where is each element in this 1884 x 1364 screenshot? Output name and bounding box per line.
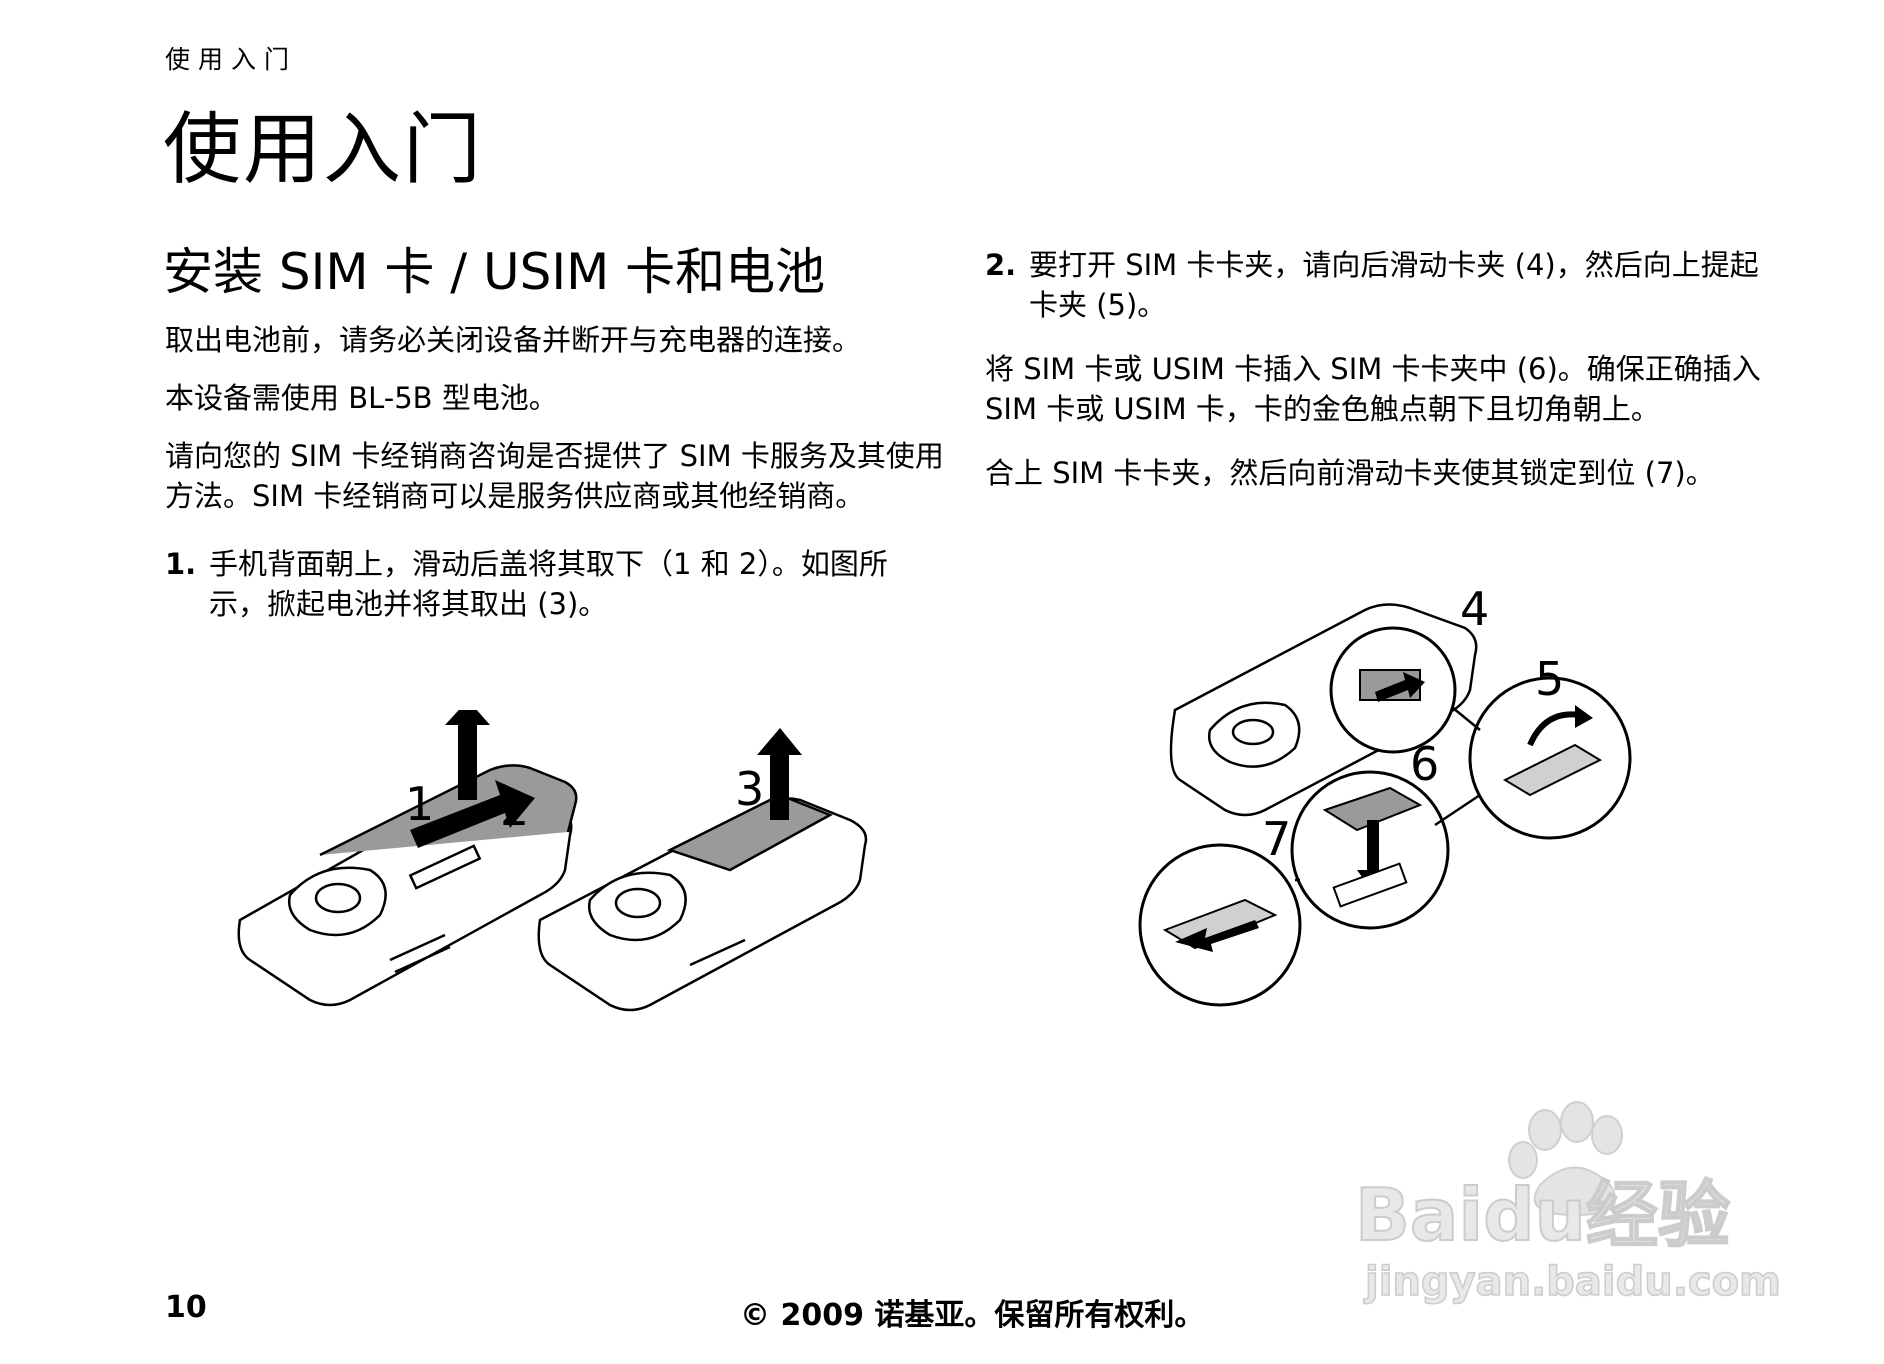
detail-circle-7 (1138, 843, 1302, 1007)
paragraph-battery-model: 本设备需使用 BL-5B 型电池。 (165, 381, 558, 415)
callout-4: 4 (1460, 582, 1489, 636)
callout-1: 1 (405, 777, 434, 831)
battery-lift-arrow-icon (757, 728, 802, 820)
right-column: 2. 要打开 SIM 卡卡夹，请向后滑动卡夹 (4)，然后向上提起卡夹 (5)。… (985, 245, 1775, 511)
callout-7: 7 (1262, 812, 1291, 866)
step-number: 2. (985, 248, 1017, 282)
step-text: 要打开 SIM 卡卡夹，请向后滑动卡夹 (4)，然后向上提起卡夹 (5)。 (1029, 248, 1759, 322)
callout-5: 5 (1535, 652, 1564, 706)
page-number: 10 (165, 1290, 207, 1325)
figure-insert-sim: 4 5 6 7 (1138, 582, 1632, 1007)
copyright-notice: © 2009 诺基亚。保留所有权利。 (740, 1298, 1205, 1333)
section-title: 安装 SIM 卡 / USIM 卡和电池 (163, 243, 826, 301)
slide-arrow-icon (410, 780, 535, 848)
lift-arrow-icon (445, 710, 490, 800)
phone-back-cover-illustration (237, 764, 578, 1007)
detail-circle-6 (1290, 770, 1450, 930)
paragraph-insert-sim: 将 SIM 卡或 USIM 卡插入 SIM 卡卡夹中 (6)。确保正确插入 SI… (985, 352, 1761, 426)
baidu-watermark-logo: Baidu经验 jingyan.baidu.com (1354, 1101, 1782, 1306)
detail-circle-4 (1329, 626, 1457, 754)
detail-circle-5 (1468, 676, 1632, 840)
running-header: 使用入门 (165, 45, 298, 74)
phone-battery-illustration (537, 793, 868, 1012)
paragraph-power-off: 取出电池前，请务必关闭设备并断开与充电器的连接。 (165, 323, 862, 357)
callout-6: 6 (1410, 737, 1439, 791)
step-number: 1. (165, 547, 197, 581)
chapter-title: 使用入门 (163, 105, 484, 195)
paragraph-close-holder: 合上 SIM 卡卡夹，然后向前滑动卡夹使其锁定到位 (7)。 (985, 456, 1715, 490)
step-2: 2. 要打开 SIM 卡卡夹，请向后滑动卡夹 (4)，然后向上提起卡夹 (5)。 (985, 245, 1775, 325)
callout-2: 2 (500, 782, 529, 836)
watermark-brand: Baidu经验 (1355, 1173, 1730, 1257)
left-column: 取出电池前，请务必关闭设备并断开与充电器的连接。 本设备需使用 BL-5B 型电… (165, 320, 945, 642)
watermark-url: jingyan.baidu.com (1363, 1259, 1781, 1305)
step-text: 手机背面朝上，滑动后盖将其取下（1 和 2）。如图所示，掀起电池并将其取出 (3… (209, 547, 888, 621)
step-1: 1. 手机背面朝上，滑动后盖将其取下（1 和 2）。如图所示，掀起电池并将其取出… (165, 544, 945, 624)
figure-remove-cover-battery: 1 2 3 (237, 710, 868, 1012)
callout-3: 3 (735, 762, 764, 816)
paw-icon (1508, 1101, 1623, 1217)
paragraph-sim-dealer: 请向您的 SIM 卡经销商咨询是否提供了 SIM 卡服务及其使用方法。SIM 卡… (165, 439, 944, 513)
